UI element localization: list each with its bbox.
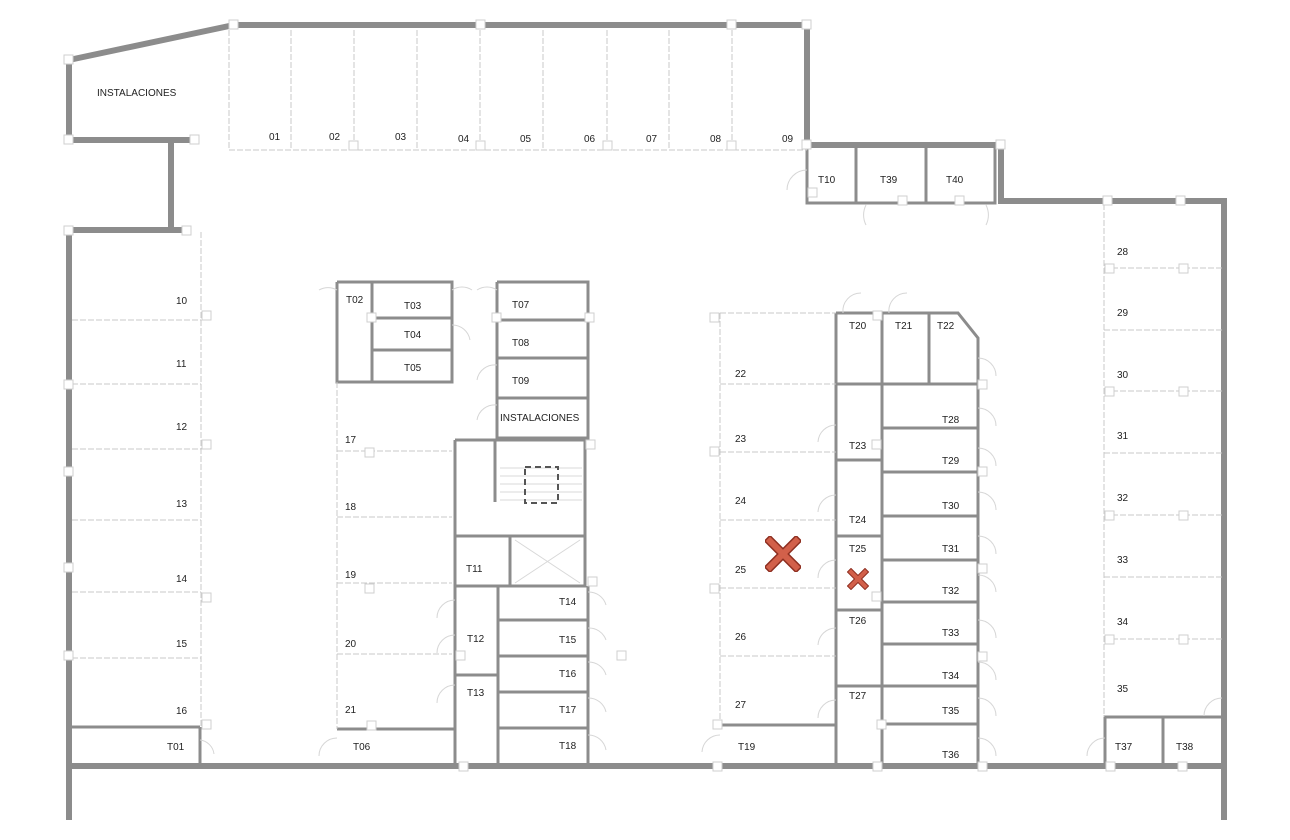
storage-t37[interactable]: T37	[1115, 742, 1133, 753]
parking-10[interactable]: 10	[176, 296, 188, 307]
parking-15[interactable]: 15	[176, 639, 188, 650]
interior-walls	[71, 145, 1222, 764]
storage-t38[interactable]: T38	[1176, 742, 1194, 753]
storage-t36[interactable]: T36	[942, 750, 960, 761]
storage-t23[interactable]: T23	[849, 441, 867, 452]
parking-26[interactable]: 26	[735, 632, 747, 643]
parking-31[interactable]: 31	[1117, 431, 1129, 442]
storage-t07[interactable]: T07	[512, 300, 530, 311]
storage-t18[interactable]: T18	[559, 741, 577, 752]
storage-t20[interactable]: T20	[849, 321, 867, 332]
storage-t34[interactable]: T34	[942, 671, 960, 682]
storage-t24[interactable]: T24	[849, 515, 867, 526]
storage-t10[interactable]: T10	[818, 175, 836, 186]
storage-t06[interactable]: T06	[353, 742, 371, 753]
parking-01[interactable]: 01	[269, 132, 281, 143]
parking-33[interactable]: 33	[1117, 555, 1129, 566]
storage-t22[interactable]: T22	[937, 321, 955, 332]
parking-28[interactable]: 28	[1117, 247, 1129, 258]
parking-12[interactable]: 12	[176, 422, 188, 433]
parking-32[interactable]: 32	[1117, 493, 1129, 504]
parking-19[interactable]: 19	[345, 570, 357, 581]
room-instalaciones-top[interactable]: INSTALACIONES	[97, 88, 177, 99]
storage-t16[interactable]: T16	[559, 669, 577, 680]
storage-t12[interactable]: T12	[467, 634, 485, 645]
parking-11[interactable]: 11	[176, 359, 187, 370]
storage-t04[interactable]: T04	[404, 330, 422, 341]
storage-t29[interactable]: T29	[942, 456, 960, 467]
parking-21[interactable]: 21	[345, 705, 357, 716]
thick-walls	[66, 22, 1227, 820]
parking-05[interactable]: 05	[520, 134, 532, 145]
storage-t40[interactable]: T40	[946, 175, 964, 186]
selected-storage-t25-x-icon[interactable]	[847, 568, 869, 590]
stair-detail	[500, 467, 582, 584]
parking-27[interactable]: 27	[735, 700, 747, 711]
parking-09[interactable]: 09	[782, 134, 794, 145]
parking-22[interactable]: 22	[735, 369, 747, 380]
storage-t19[interactable]: T19	[738, 742, 756, 753]
storage-t03[interactable]: T03	[404, 301, 422, 312]
parking-18[interactable]: 18	[345, 502, 357, 513]
storage-t15[interactable]: T15	[559, 635, 577, 646]
selected-parking-25-x-icon[interactable]	[765, 536, 801, 572]
columns	[63, 19, 1189, 772]
parking-34[interactable]: 34	[1117, 617, 1129, 628]
parking-06[interactable]: 06	[584, 134, 596, 145]
parking-08[interactable]: 08	[710, 134, 722, 145]
storage-t14[interactable]: T14	[559, 597, 577, 608]
storage-t09[interactable]: T09	[512, 376, 530, 387]
parking-07[interactable]: 07	[646, 134, 658, 145]
parking-13[interactable]: 13	[176, 499, 188, 510]
parking-14[interactable]: 14	[176, 574, 188, 585]
storage-t39[interactable]: T39	[880, 175, 898, 186]
storage-t28[interactable]: T28	[942, 415, 960, 426]
parking-20[interactable]: 20	[345, 639, 357, 650]
parking-30[interactable]: 30	[1117, 370, 1129, 381]
parking-24[interactable]: 24	[735, 496, 747, 507]
parking-25[interactable]: 25	[735, 565, 747, 576]
storage-t31[interactable]: T31	[942, 544, 960, 555]
storage-t05[interactable]: T05	[404, 363, 422, 374]
parking-16[interactable]: 16	[176, 706, 188, 717]
storage-t32[interactable]: T32	[942, 586, 960, 597]
storage-t11[interactable]: T11	[466, 564, 483, 575]
parking-35[interactable]: 35	[1117, 684, 1129, 695]
parking-03[interactable]: 03	[395, 132, 407, 143]
storage-t27[interactable]: T27	[849, 691, 867, 702]
storage-t13[interactable]: T13	[467, 688, 485, 699]
storage-t17[interactable]: T17	[559, 705, 577, 716]
storage-t26[interactable]: T26	[849, 616, 867, 627]
parking-02[interactable]: 02	[329, 132, 341, 143]
parking-17[interactable]: 17	[345, 435, 357, 446]
storage-t35[interactable]: T35	[942, 706, 960, 717]
storage-t33[interactable]: T33	[942, 628, 960, 639]
storage-t02[interactable]: T02	[346, 295, 364, 306]
storage-t25[interactable]: T25	[849, 544, 867, 555]
storage-t30[interactable]: T30	[942, 501, 960, 512]
parking-04[interactable]: 04	[458, 134, 470, 145]
storage-t01[interactable]: T01	[167, 742, 185, 753]
parking-29[interactable]: 29	[1117, 308, 1129, 319]
stair-void	[524, 466, 559, 504]
door-swings	[199, 169, 1223, 757]
storage-t21[interactable]: T21	[895, 321, 913, 332]
room-instalaciones-mid[interactable]: INSTALACIONES	[500, 413, 580, 424]
parking-dividers	[72, 30, 1222, 729]
parking-23[interactable]: 23	[735, 434, 747, 445]
storage-t08[interactable]: T08	[512, 338, 530, 349]
